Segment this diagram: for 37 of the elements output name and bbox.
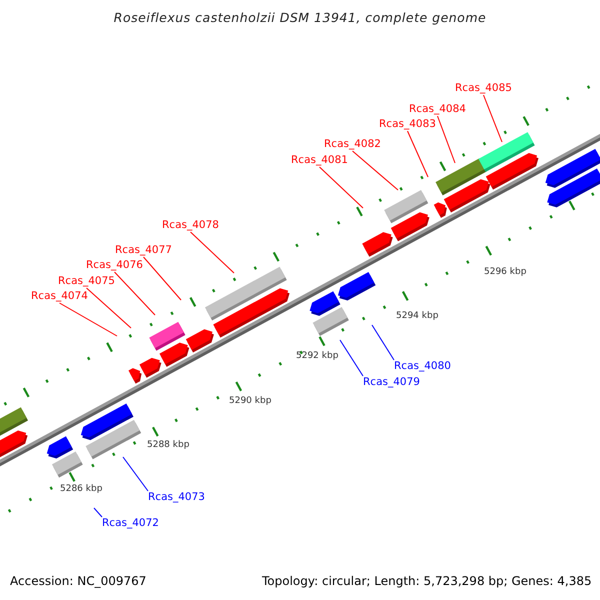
gene-label: Rcas_4074 [31, 290, 88, 303]
scale-label: 5290 kbp [229, 396, 272, 406]
genome-summary-text: Topology: circular; Length: 5,723,298 bp; Genes: 4,385 [262, 574, 592, 588]
scale-label: 5296 kbp [484, 267, 526, 277]
leader-line [122, 456, 148, 492]
gene-label: Rcas_4080 [394, 360, 451, 373]
gene-label: Rcas_4073 [148, 491, 205, 504]
scale-label: 5292 kbp [296, 351, 338, 361]
leader-line [86, 288, 132, 328]
gene-label: Rcas_4077 [115, 244, 172, 257]
gene-label: Rcas_4085 [455, 82, 512, 95]
gene-label: Rcas_4078 [162, 219, 219, 232]
gene-label: Rcas_4084 [409, 103, 466, 116]
title: Roseiflexus castenholzii DSM 13941, complete genome [112, 10, 488, 25]
gene-label: Rcas_4075 [58, 275, 115, 288]
gene-label: Rcas_4082 [324, 138, 381, 151]
leader-line [114, 272, 156, 316]
gene-label: Rcas_4083 [379, 118, 436, 131]
leader-line [59, 302, 118, 336]
gene-label: Rcas_4079 [363, 376, 420, 389]
gene-label: Rcas_4076 [86, 259, 143, 272]
leader-line [352, 150, 398, 190]
leader-line [483, 94, 502, 142]
leader-line [143, 256, 182, 300]
scale-label: 5294 kbp [396, 311, 438, 321]
scale-label: 5286 kbp [60, 484, 102, 494]
leader-line [319, 166, 364, 208]
leader-line [372, 324, 394, 360]
leader-line [190, 232, 234, 274]
leader-line [94, 508, 102, 518]
gene-label: Rcas_4072 [102, 517, 159, 530]
gene-label: Rcas_4081 [291, 154, 348, 167]
accession-text: Accession: NC_009767 [10, 574, 146, 588]
leader-line [437, 116, 456, 164]
leader-line [340, 340, 364, 376]
scale-label: 5288 kbp [147, 440, 190, 450]
leader-line [407, 130, 428, 178]
